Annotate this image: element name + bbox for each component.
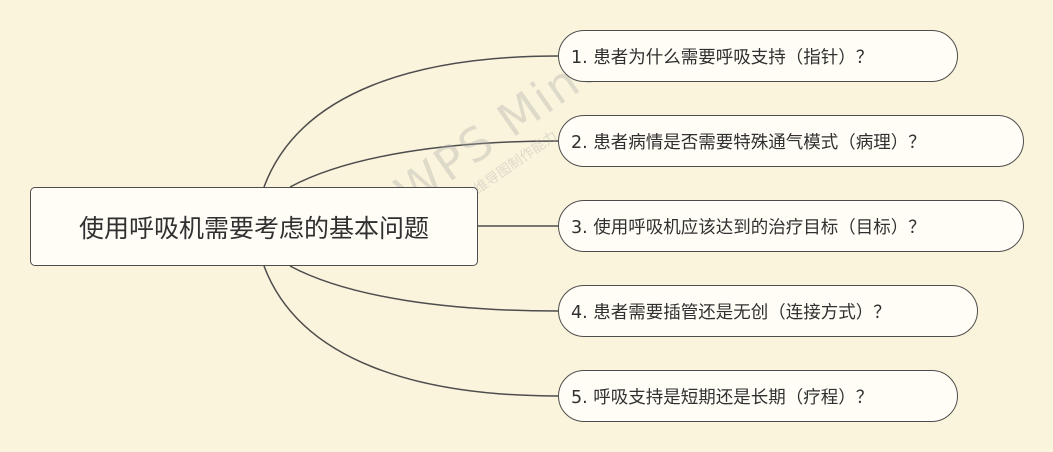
branch-label-3: 3. 使用呼吸机应该达到的治疗目标（目标）？ xyxy=(571,217,926,238)
branch-node-4[interactable]: 4. 患者需要插管还是无创（连接方式）？ xyxy=(558,285,978,337)
branch-node-1[interactable]: 1. 患者为什么需要呼吸支持（指针）？ xyxy=(558,30,958,82)
root-topic-node[interactable]: 使用呼吸机需要考虑的基本问题 xyxy=(30,187,478,266)
connector-line-4 xyxy=(289,265,559,312)
branch-node-3[interactable]: 3. 使用呼吸机应该达到的治疗目标（目标）？ xyxy=(558,200,1024,252)
branch-label-5: 5. 呼吸支持是短期还是长期（疗程）？ xyxy=(571,387,874,408)
branch-label-2: 2. 患者病情是否需要特殊通气模式（病理）？ xyxy=(571,132,926,153)
branch-node-2[interactable]: 2. 患者病情是否需要特殊通气模式（病理）？ xyxy=(558,115,1024,167)
connector-line-5 xyxy=(263,265,559,397)
branch-node-5[interactable]: 5. 呼吸支持是短期还是长期（疗程）？ xyxy=(558,370,958,422)
connector-line-2 xyxy=(289,140,559,188)
connector-line-1 xyxy=(263,55,559,188)
branch-label-4: 4. 患者需要插管还是无创（连接方式）？ xyxy=(571,302,891,323)
root-topic-label: 使用呼吸机需要考虑的基本问题 xyxy=(78,213,429,243)
branch-label-1: 1. 患者为什么需要呼吸支持（指针）？ xyxy=(571,47,874,68)
